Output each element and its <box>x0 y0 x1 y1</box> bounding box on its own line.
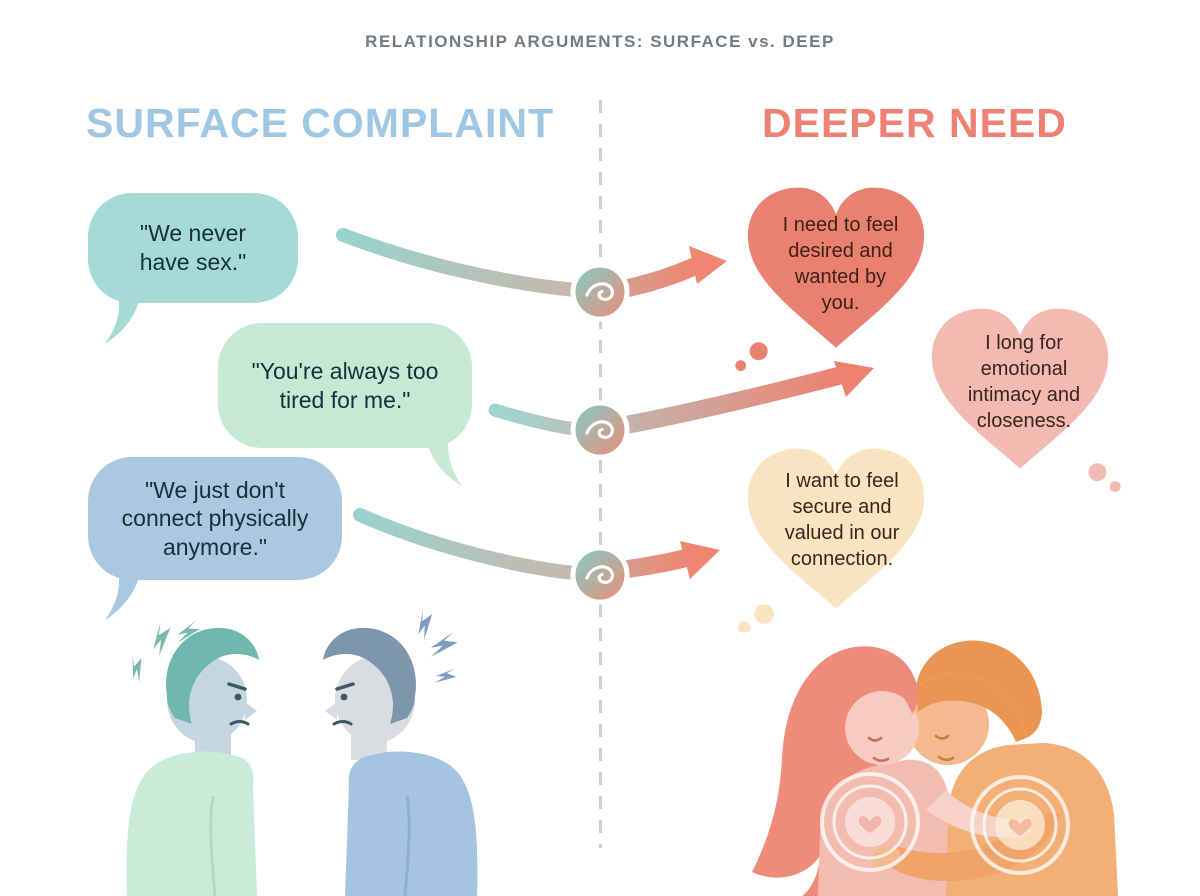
swirl-wave-icon <box>585 282 615 301</box>
left-man-eyebrow <box>227 682 247 691</box>
heart-bubble-3 <box>738 448 925 632</box>
left-man-hair <box>166 627 259 724</box>
right-man-hair <box>323 627 416 724</box>
surface-complaint-header: SURFACE COMPLAINT <box>86 100 554 146</box>
lightning-bolt-icon <box>123 652 152 684</box>
woman-heart-glow <box>820 772 920 872</box>
embracing-couple-illustration <box>752 640 1118 896</box>
heart-bubble-1 <box>735 187 925 371</box>
woman-face <box>845 691 919 765</box>
lightning-bolt-icon <box>432 662 461 692</box>
woman-smile <box>872 756 890 763</box>
arrowhead <box>834 361 874 397</box>
page-title: RELATIONSHIP ARGUMENTS: SURFACE vs. DEEP <box>365 32 835 51</box>
arrowhead <box>689 246 727 284</box>
deeper-need-text-2: I long for emotional intimacy and closen… <box>967 332 1081 432</box>
arguing-couple-illustration <box>123 607 478 896</box>
speech-bubble-3: "We just don't connect physically anymor… <box>88 457 342 580</box>
heart-shape <box>747 448 925 609</box>
lightning-bolt-icon <box>411 607 440 642</box>
speech-bubble-1: "We never have sex." <box>88 193 298 303</box>
right-man-mouth <box>332 720 353 726</box>
speech-bubble-2-tail <box>428 444 462 486</box>
left-man-eye <box>234 693 242 701</box>
heart-shape <box>931 308 1109 469</box>
arrowhead <box>680 541 720 579</box>
woman-hair-front <box>806 646 919 714</box>
speech-bubble-3-tail <box>105 576 139 620</box>
speech-bubble-2: "You're always too tired for me." <box>218 323 472 448</box>
left-man-arm-line <box>209 795 217 896</box>
connector-arrow-2 <box>488 361 874 460</box>
woman-closed-eye <box>867 736 883 742</box>
man-hair-front <box>916 673 1026 742</box>
thought-trail-dot <box>1109 481 1121 492</box>
thought-trail-dot <box>735 360 747 371</box>
deeper-need-header: DEEPER NEED <box>762 100 1067 146</box>
lightning-bolt-icon <box>147 620 177 657</box>
thought-trail-dot <box>1088 463 1107 482</box>
deeper-need-text-1: I need to feel desired and wanted by you… <box>782 214 899 314</box>
heart-bubble-2 <box>931 308 1121 492</box>
left-man-mouth <box>229 720 250 726</box>
thought-trail-dot <box>738 621 751 632</box>
heart-shape <box>747 187 925 348</box>
right-man-eyebrow <box>335 682 355 691</box>
right-man-arm-line <box>403 795 411 896</box>
man-hair <box>916 640 1042 738</box>
center-dashed-divider <box>599 100 602 848</box>
deeper-need-text-3: I want to feel secure and valued in our … <box>784 470 900 570</box>
man-smile <box>937 755 955 762</box>
right-man-nose <box>325 702 337 720</box>
man-heart-glow <box>970 775 1070 875</box>
swirl-wave-icon <box>585 420 615 439</box>
connector-arrow-1 <box>336 228 727 322</box>
mini-heart-icon <box>858 816 882 833</box>
thought-trail-dot <box>754 604 774 624</box>
speech-bubble-1-tail <box>105 300 139 344</box>
lightning-bolt-icon <box>427 626 461 665</box>
connector-arrow-3 <box>353 508 720 605</box>
swirl-wave-icon <box>585 565 615 584</box>
man-closed-eye <box>934 734 950 740</box>
right-man-eye <box>340 693 348 701</box>
right-man-torso <box>345 751 478 896</box>
thought-trail-dot <box>749 342 768 361</box>
mini-heart-icon <box>1008 819 1032 836</box>
left-man-torso <box>126 751 257 896</box>
left-man-nose <box>245 702 257 720</box>
